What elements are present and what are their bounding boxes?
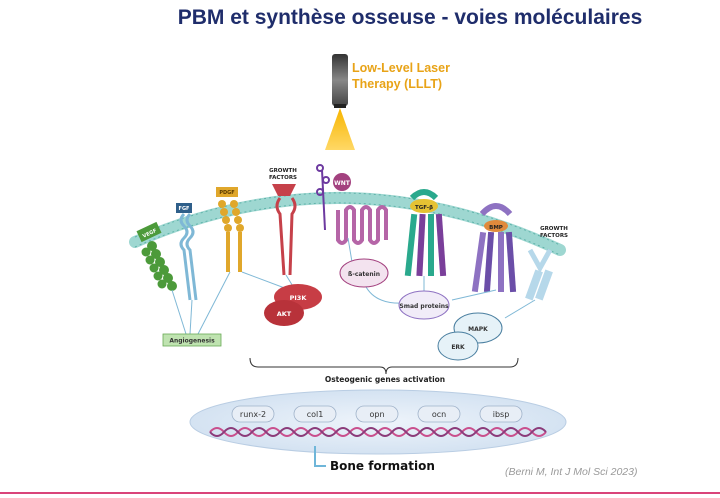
laser-body	[332, 54, 348, 106]
tgf-ligand	[410, 199, 438, 213]
growth-factors-left-receptor: GROWTH FACTORS	[269, 168, 297, 276]
fgf-label: FGF	[179, 206, 190, 212]
smad-node: Smad proteins	[398, 290, 450, 320]
laser-tip	[334, 104, 346, 108]
pdgf-receptor: PDGF	[216, 187, 244, 272]
pdgf-ligand	[216, 187, 238, 197]
wnt-ligand	[333, 173, 351, 191]
bone-formation-arrow	[314, 446, 326, 467]
fgf-ligand	[176, 203, 192, 213]
pdgf-label: PDGF	[219, 190, 234, 196]
laser-beam	[325, 108, 355, 150]
gene-label: ocn	[432, 410, 446, 419]
bone-formation-label: Bone formation	[330, 459, 435, 473]
mapk-erk-complex: MAPK ERK	[437, 312, 503, 361]
gene-activation-brace	[249, 357, 519, 375]
gene-item: opn	[355, 405, 399, 423]
akt-label: AKT	[277, 310, 292, 318]
beta-catenin-label: ß-catenin	[348, 271, 380, 278]
tgf-receptor: TGF-β	[404, 189, 447, 277]
gene-item: runx-2	[231, 405, 275, 423]
vegf-receptor: VEGF	[136, 221, 177, 291]
dna-strand-2	[209, 427, 547, 437]
gene-label: ibsp	[493, 410, 510, 419]
laser-label-line1: Low-Level Laser	[352, 61, 450, 75]
erk-node	[437, 331, 479, 361]
gene-item: col1	[293, 405, 337, 423]
signal-lines	[171, 237, 536, 335]
fgf-receptor: FGF	[176, 203, 198, 301]
gene-label: col1	[307, 410, 324, 419]
vegf-ligand	[136, 221, 162, 243]
gene-label: runx-2	[240, 410, 266, 419]
akt-node	[264, 300, 304, 326]
gene-label: opn	[369, 410, 384, 419]
gene-list: runx-2 col1 opn ocn ibsp	[231, 405, 523, 423]
bone-formation: Bone formation	[314, 446, 435, 473]
laser-label-line2: Therapy (LLLT)	[352, 77, 443, 91]
mapk-label: MAPK	[468, 326, 488, 333]
slide-title: PBM et synthèse osseuse - voies molécula…	[177, 6, 643, 29]
laser-device	[325, 54, 355, 150]
frizzled	[336, 205, 388, 245]
beta-catenin-node: ß-catenin	[339, 258, 389, 288]
smad-label: Smad proteins	[399, 303, 449, 310]
erk-label: ERK	[451, 344, 465, 351]
pi3k-akt-complex: PI3K AKT	[264, 284, 322, 326]
bmp-label: BMP	[489, 225, 503, 231]
wnt-label: WNT	[334, 180, 351, 187]
bmp-ligand	[484, 220, 508, 232]
citation: (Berni M, Int J Mol Sci 2023)	[505, 466, 638, 478]
gene-item: ibsp	[479, 405, 523, 423]
angiogenesis-box: Angiogenesis	[162, 333, 222, 347]
growth-factors-right-label-2: FACTORS	[540, 233, 568, 239]
pi3k-label: PI3K	[290, 294, 308, 302]
growth-factors-right-label-1: GROWTH	[540, 226, 568, 232]
growth-factors-left-label-1: GROWTH	[269, 168, 297, 174]
laser-label: Low-Level Laser Therapy (LLLT)	[352, 60, 450, 92]
wnt-receptor: WNT	[316, 164, 388, 245]
gene-item: ocn	[417, 405, 461, 423]
growth-factors-left-label-2: FACTORS	[269, 175, 297, 181]
tgf-label: TGF-β	[415, 205, 433, 211]
growth-factors-right-receptor: GROWTH FACTORS	[525, 226, 568, 301]
gene-activation-heading: Osteogenic genes activation	[325, 375, 445, 384]
bmp-receptor: BMP	[471, 203, 517, 293]
bottom-accent-line	[0, 492, 720, 494]
vegf-label: VEGF	[142, 228, 158, 240]
angiogenesis-label: Angiogenesis	[169, 338, 215, 345]
